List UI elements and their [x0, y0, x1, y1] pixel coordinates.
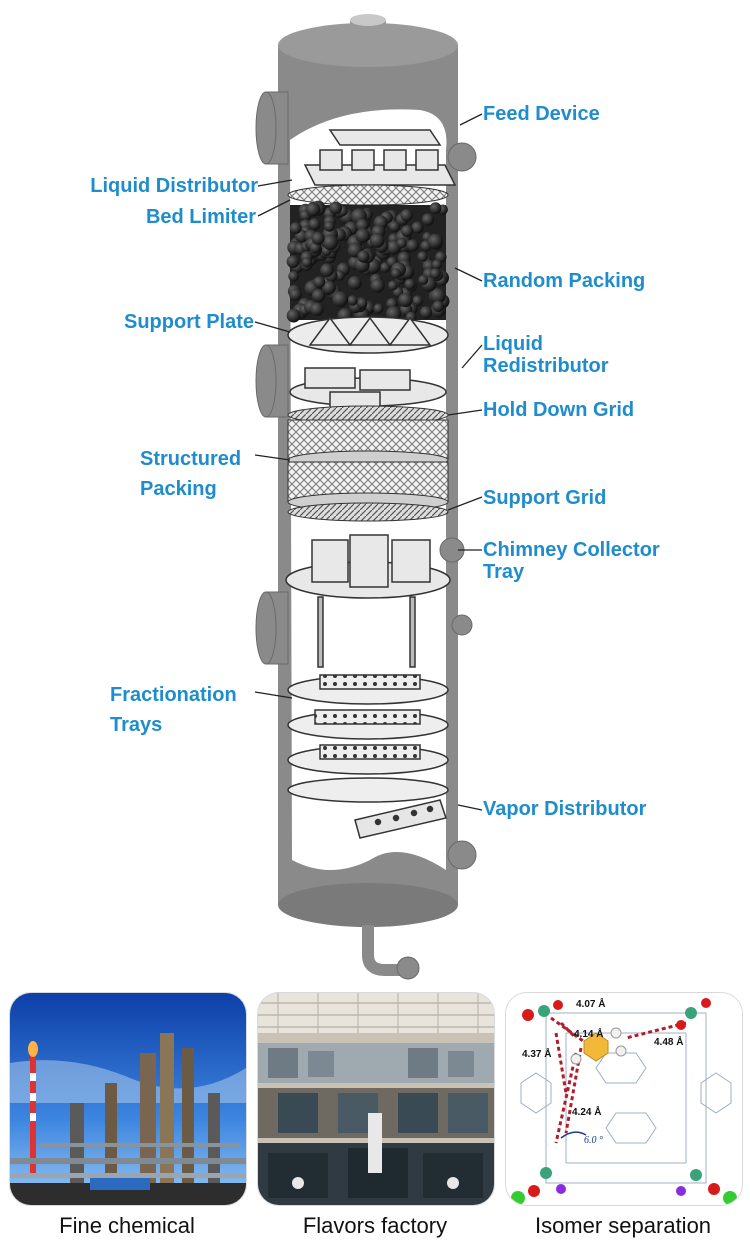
random-packing	[286, 200, 450, 323]
packing-ball	[373, 303, 384, 314]
fractionation-trays	[287, 674, 449, 803]
packing-ball	[322, 234, 339, 251]
label-chimney-collector-line2: Tray	[483, 561, 525, 583]
packing-ball	[322, 280, 336, 295]
packing-ball	[286, 308, 301, 323]
label-structured-packing: Structured Packing	[140, 444, 241, 504]
label-chimney-collector-line1: Chimney Collector	[483, 539, 660, 561]
photo-fine-chemical	[9, 992, 247, 1206]
label-fractionation-trays: Fractionation Trays	[110, 680, 237, 740]
packing-ball	[387, 280, 398, 291]
packing-ball	[432, 300, 444, 312]
packing-ball	[320, 263, 334, 278]
label-liquid-redistributor: Liquid Redistributor	[483, 333, 609, 377]
leader-lines	[254, 113, 483, 811]
packing-ball	[419, 306, 433, 319]
packing-ball	[324, 220, 335, 232]
label-bed-limiter: Bed Limiter	[145, 206, 256, 228]
caption-fine-chemical: Fine chemical	[59, 1213, 195, 1238]
packing-ball	[308, 218, 321, 231]
packing-ball	[356, 297, 368, 309]
packing-ball	[301, 257, 312, 268]
packing-ball	[332, 291, 349, 308]
structured-packing	[287, 419, 449, 512]
packing-ball	[311, 231, 325, 245]
label-structured-packing-line1: Structured	[140, 448, 242, 470]
packing-ball	[401, 225, 414, 237]
packing-ball	[357, 250, 370, 263]
packing-ball	[311, 288, 326, 303]
packing-ball	[398, 292, 413, 308]
packing-ball	[305, 202, 321, 217]
measure-4-37: 4.37 Å	[522, 1047, 551, 1060]
packing-ball	[431, 259, 442, 270]
label-vapor-distributor: Vapor Distributor	[483, 798, 647, 820]
label-liquid-redistributor-line2: Redistributor	[483, 355, 609, 377]
liquid-redistributor	[289, 367, 447, 411]
packing-ball	[406, 239, 419, 252]
packing-ball	[369, 233, 385, 248]
packing-ball	[289, 288, 302, 301]
vapor-distributor	[354, 799, 447, 839]
label-feed-device: Feed Device	[483, 103, 600, 125]
label-fractionation-trays-line1: Fractionation	[110, 684, 237, 706]
packing-ball	[429, 202, 442, 215]
packing-ball	[370, 278, 385, 293]
packing-ball	[418, 275, 429, 285]
packing-ball	[288, 270, 299, 282]
packing-ball	[427, 233, 443, 249]
label-structured-packing-line2: Packing	[140, 478, 217, 500]
packing-ball	[390, 268, 402, 279]
label-support-plate: Support Plate	[123, 311, 254, 333]
label-liquid-distributor: Liquid Distributor	[90, 175, 258, 197]
measure-angle: 6.0 °	[584, 1135, 603, 1146]
packing-ball	[347, 295, 358, 306]
caption-flavors-factory: Flavors factory	[302, 1213, 448, 1238]
measure-4-07: 4.07 Å	[576, 997, 605, 1010]
packing-ball	[396, 238, 407, 249]
guest-molecule	[570, 1027, 627, 1065]
feed-device	[303, 129, 457, 186]
caption-isomer-separation: Isomer separation	[534, 1213, 712, 1238]
packing-ball	[355, 228, 371, 243]
molecular-structure-illustration: 4.07 Å 4.14 Å 4.48 Å 4.37 Å 4.24 Å 6.0 °	[506, 993, 742, 1205]
packing-ball	[347, 276, 362, 290]
packing-ball	[404, 278, 416, 290]
measure-4-24: 4.24 Å	[572, 1105, 601, 1118]
nozzles	[255, 91, 477, 980]
measure-4-14: 4.14 Å	[574, 1027, 603, 1040]
packing-ball	[421, 213, 435, 226]
packing-ball	[289, 222, 302, 235]
photo-flavors-factory	[257, 992, 495, 1206]
support-grid	[287, 502, 449, 522]
packing-ball	[388, 220, 401, 233]
packing-ball	[356, 218, 369, 232]
label-support-grid: Support Grid	[483, 487, 607, 509]
label-random-packing: Random Packing	[483, 270, 646, 292]
packing-ball	[417, 251, 428, 262]
packing-ball	[286, 255, 300, 268]
bed-limiter	[287, 184, 449, 206]
label-hold-down-grid: Hold Down Grid	[483, 399, 635, 421]
label-fractionation-trays-line2: Trays	[110, 714, 163, 736]
packing-ball	[429, 268, 441, 279]
packing-ball	[411, 221, 424, 234]
packing-ball	[329, 201, 342, 215]
support-plate	[287, 316, 449, 354]
packed-column-diagram	[254, 14, 483, 980]
label-chimney-collector-tray: Chimney Collector Tray	[483, 539, 660, 583]
refinery-illustration	[10, 993, 246, 1205]
label-liquid-redistributor-line1: Liquid	[483, 333, 543, 355]
chimney-collector-tray	[285, 534, 451, 668]
packing-ball	[310, 302, 324, 317]
packing-ball	[400, 209, 413, 222]
factory-floor-illustration	[258, 993, 494, 1205]
measure-4-48: 4.48 Å	[654, 1035, 683, 1048]
photo-isomer-separation: 4.07 Å 4.14 Å 4.48 Å 4.37 Å 4.24 Å 6.0 °	[505, 992, 743, 1206]
packing-ball	[313, 276, 326, 288]
packing-ball	[430, 288, 446, 304]
